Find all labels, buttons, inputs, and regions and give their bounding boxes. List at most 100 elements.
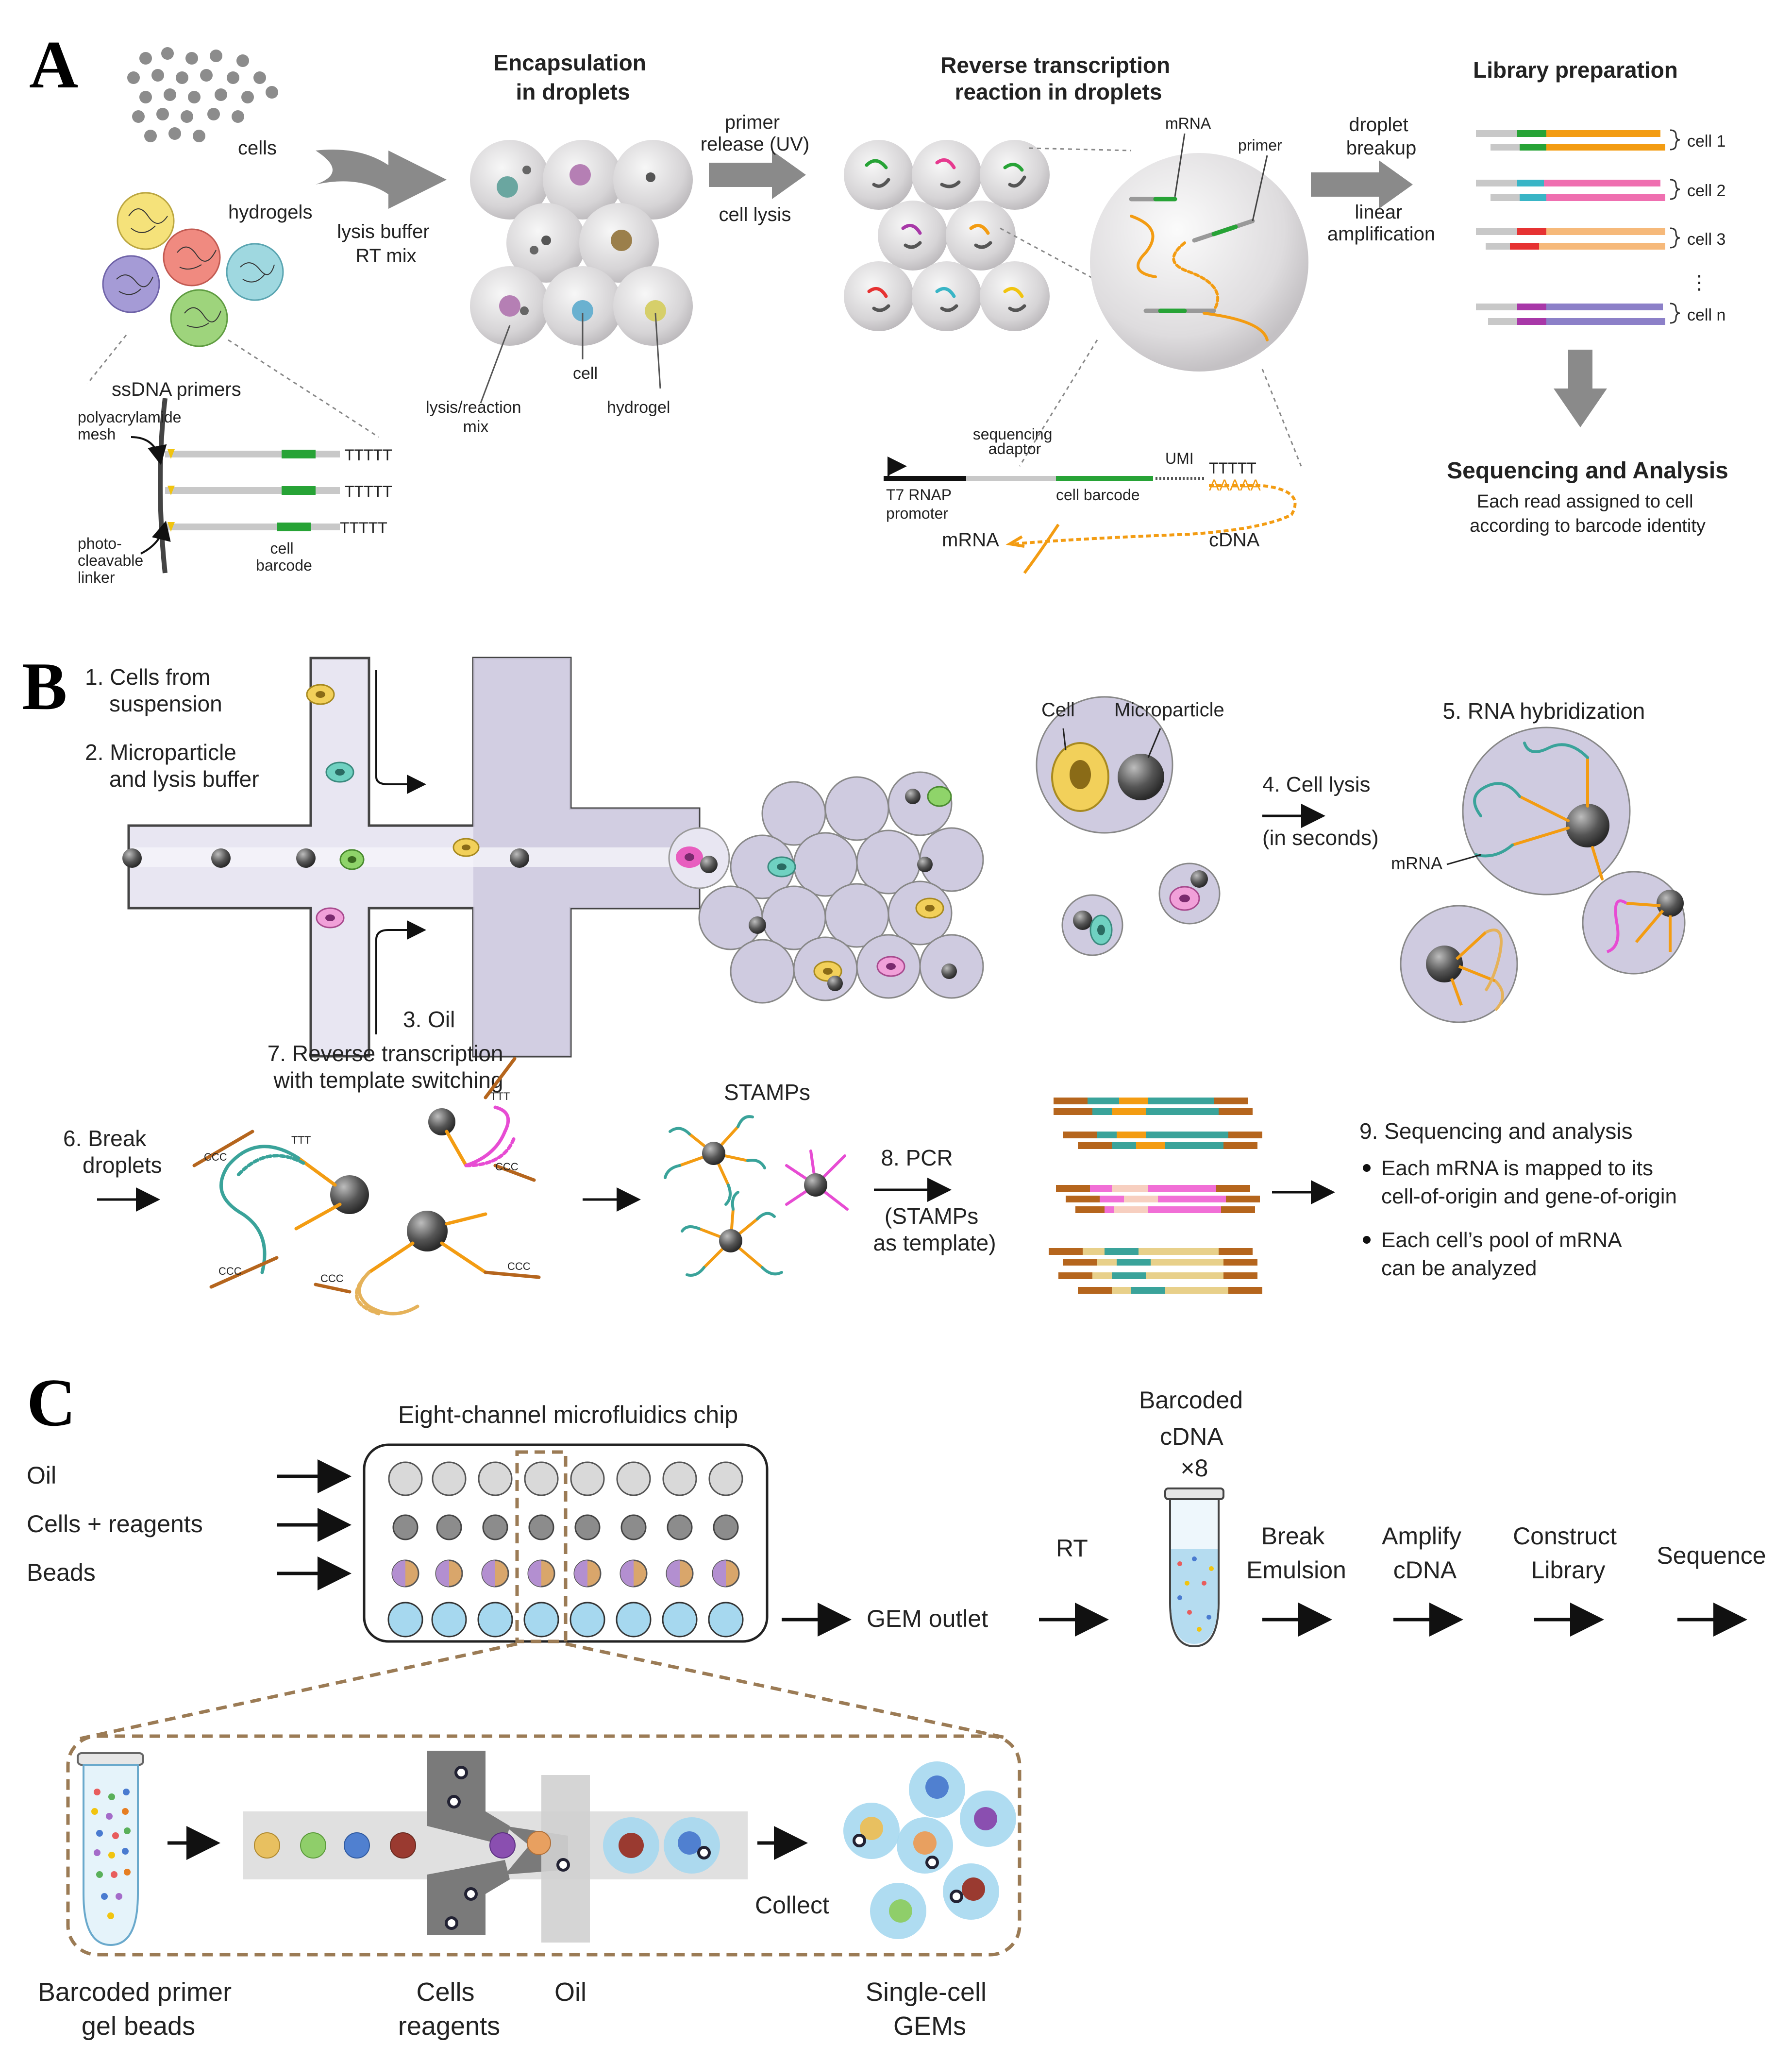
step-6-label: 6. Break droplets — [63, 1126, 162, 1178]
cdna-tube — [1164, 1487, 1224, 1648]
polyT-3: TTTTT — [340, 519, 387, 537]
collect-label: Collect — [755, 1892, 829, 1919]
polyacrylamide-mesh-label: polyacrylamide mesh — [78, 408, 185, 443]
arrow-3-bottom-label: linear amplification — [1327, 202, 1435, 245]
barcoded-cdna-label: Barcoded cDNA ×8 — [1139, 1386, 1250, 1482]
cell-barcode-label: cell barcode — [1056, 486, 1140, 504]
cells-cluster — [127, 47, 278, 142]
sequencing-adaptor-label: sequencing adaptor — [973, 425, 1057, 457]
library-cell-3: cell 3 — [1687, 230, 1725, 249]
ttt-2: TTT — [490, 1090, 510, 1102]
big-droplet — [1090, 153, 1308, 372]
droplet-grid-encapsulation — [470, 140, 693, 346]
step-sequence: Sequence — [1657, 1542, 1766, 1569]
single-droplets-b — [1036, 696, 1221, 956]
panel-b: B 1. Cells from suspension 2. Microparti… — [22, 649, 1686, 1316]
step-amplify-cdna: Amplify cDNA — [1382, 1522, 1468, 1584]
seq-analysis-text: Each read assigned to cell according to … — [1470, 491, 1706, 536]
step-3-label: 3. Oil — [403, 1007, 455, 1032]
arrow-1 — [316, 150, 447, 209]
library-cell-n: cell n — [1687, 306, 1725, 324]
library-cell-2: cell 2 — [1687, 182, 1725, 200]
panel-c: C Eight-channel microfluidics chip Oil C… — [27, 1365, 1766, 2041]
step-5-label: 5. RNA hybridization — [1443, 698, 1645, 724]
arrow-3 — [1311, 160, 1413, 209]
mrna-bottom-label: mRNA — [942, 529, 999, 551]
t7-promoter-label: T7 RNAP promoter — [886, 486, 955, 522]
bullet-2: Each cell’s pool of mRNA can be analyzed — [1381, 1228, 1626, 1280]
stamps-label: STAMPs — [724, 1080, 810, 1105]
hydrogels-label: hydrogels — [228, 202, 312, 223]
bullet-1: Each mRNA is mapped to its cell-of-origi… — [1381, 1156, 1677, 1208]
input-cells-reagents: Cells + reagents — [27, 1510, 203, 1538]
step-9-title: 9. Sequencing and analysis — [1359, 1118, 1633, 1144]
label-gel-beads: Barcoded primer gel beads — [38, 1977, 239, 2041]
lysis-reaction-mix-label: lysis/reaction mix — [426, 398, 526, 436]
step-1-label: 1. Cells from suspension — [85, 664, 222, 716]
primer-strands-diagram: TTTTT TTTTT TTTTT — [158, 398, 392, 574]
ssdna-primers-label: ssDNA primers — [112, 379, 241, 400]
panel-a-letter: A — [29, 27, 78, 102]
cell-label-a: cell — [573, 364, 598, 383]
label-oil: Oil — [554, 1977, 586, 2007]
arrow-4 — [1554, 350, 1607, 427]
library-reads — [1476, 129, 1680, 325]
rt-label-c: RT — [1056, 1535, 1088, 1562]
library-ellipsis: ⋮ — [1690, 272, 1709, 293]
polyT-1: TTTTT — [345, 446, 392, 464]
arrow-3-top-label: droplet breakup — [1346, 114, 1417, 159]
panel-c-letter: C — [27, 1365, 76, 1440]
droplet-grid-rt — [844, 140, 1050, 331]
panel-b-letter: B — [22, 649, 67, 724]
encapsulation-title: Encapsulation in droplets — [493, 50, 652, 104]
downstream-steps: Break Emulsion Amplify cDNA Construct Li… — [1246, 1522, 1766, 1637]
single-cell-gems — [843, 1761, 1016, 1939]
photo-cleavable-linker-label: photo- cleavable linker — [78, 535, 148, 586]
gem-outlet-label: GEM outlet — [867, 1605, 988, 1632]
panel-a: A cells hydrogels ssDNA pr — [29, 27, 1728, 586]
chip-title: Eight-channel microfluidics chip — [398, 1401, 738, 1428]
seq-analysis-title: Sequencing and Analysis — [1447, 458, 1728, 484]
input-beads: Beads — [27, 1559, 96, 1586]
arrow-2 — [709, 151, 806, 199]
umi-label: UMI — [1165, 450, 1194, 467]
arrow-2-bottom-label: cell lysis — [719, 204, 791, 225]
mrna-label-b: mRNA — [1391, 853, 1442, 873]
ccc-5: CCC — [507, 1260, 531, 1272]
gem-generation-channel — [243, 1751, 748, 1943]
library-title: Library preparation — [1473, 57, 1678, 83]
library-cell-1: cell 1 — [1687, 132, 1725, 151]
eight-channel-chip — [363, 1443, 769, 1643]
ccc-4: CCC — [320, 1272, 344, 1285]
cell-barcode-small-label: cell barcode — [256, 540, 312, 574]
ccc-2: CCC — [218, 1265, 242, 1277]
ccc-3: CCC — [495, 1161, 519, 1173]
ccc-1: CCC — [204, 1151, 227, 1163]
mrna-label-a: mRNA — [1165, 115, 1211, 132]
label-cells-reagents: Cells reagents — [398, 1977, 500, 2041]
step-7-label: 7. Reverse transcription with template s… — [268, 1041, 510, 1093]
big-droplet-contents — [1129, 197, 1269, 341]
rt-title: Reverse transcription reaction in drople… — [940, 52, 1176, 104]
input-oil: Oil — [27, 1462, 56, 1489]
step-break-emulsion: Break Emulsion — [1246, 1522, 1346, 1584]
label-single-cell-gems: Single-cell GEMs — [866, 1977, 994, 2041]
rt-template-switching: TTT CCC CCC TTT CCC CCC CCC — [192, 1057, 541, 1316]
arrow-1-label: lysis buffer RT mix — [337, 221, 435, 267]
microparticle-label: Microparticle — [1114, 699, 1224, 721]
gel-beads-tube — [77, 1752, 144, 1946]
arrow-2-top-label: primer release (UV) — [701, 112, 810, 155]
primer-label: primer — [1238, 136, 1282, 154]
cdna-bottom-label: cDNA — [1209, 529, 1260, 551]
microfluidic-channel — [122, 657, 730, 1058]
ttt-1: TTT — [291, 1134, 311, 1146]
rna-hybridization-droplets — [1400, 727, 1686, 1023]
pcr-reads — [1049, 1098, 1262, 1294]
primer-detail — [884, 456, 1297, 574]
step-2-label: 2. Microparticle and lysis buffer — [85, 740, 259, 792]
step-4-label: 4. Cell lysis (in seconds) — [1262, 773, 1379, 850]
step-8-label: 8. PCR (STAMPs as template) — [873, 1145, 996, 1255]
hydrogel-label: hydrogel — [607, 398, 670, 417]
cells-label: cells — [238, 137, 277, 159]
